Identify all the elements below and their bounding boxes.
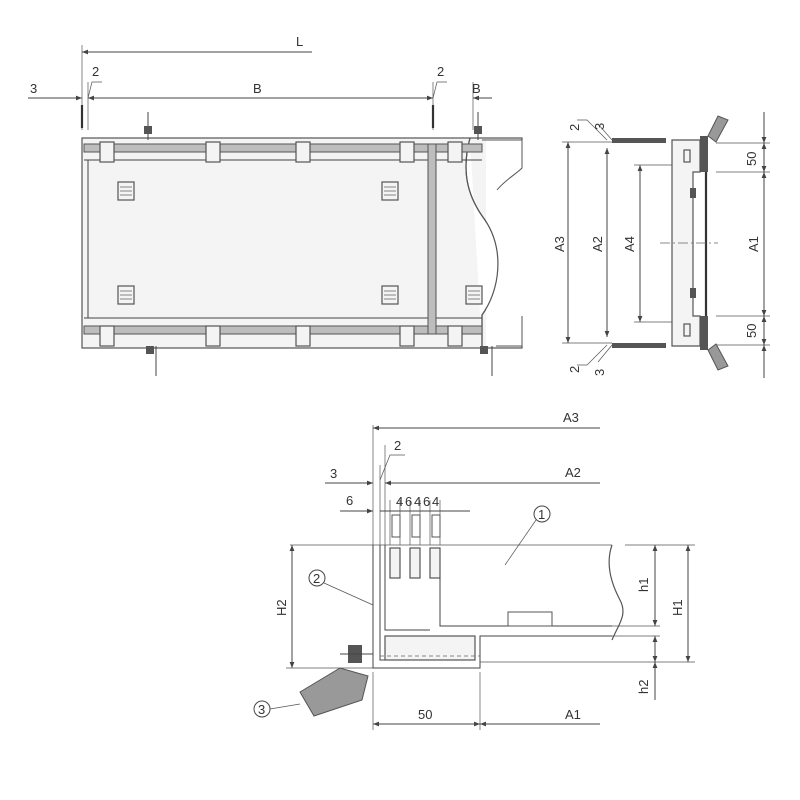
side-dim-3-bottom-label: 3 (592, 369, 607, 376)
detail-dim-h2-label: h2 (636, 680, 651, 694)
rail-clamps (99, 141, 463, 347)
bolts (144, 112, 493, 376)
side-dim-A2-label: A2 (590, 236, 605, 252)
side-dim-3-top-label: 3 (592, 123, 607, 130)
detail-dim-3-label: 3 (330, 466, 337, 481)
detail-dim-46464-c: 4 (414, 494, 421, 509)
side-dim-50-bottom-label: 50 (744, 324, 759, 338)
dim-2-left-label: 2 (92, 64, 99, 79)
detail-view: A3 2 3 A2 6 4 6 4 6 4 (253, 410, 695, 730)
side-dim-50-top-label: 50 (744, 152, 759, 166)
dim-B-right-label: B (472, 81, 481, 96)
callout-3-label: 3 (258, 702, 265, 717)
dim-3-label: 3 (30, 81, 37, 96)
detail-dim-2-label: 2 (394, 438, 401, 453)
side-dim-A3-label: A3 (552, 236, 567, 252)
side-view: 2 3 2 3 A3 A2 A4 (552, 112, 770, 378)
detail-dim-A3-label: A3 (563, 410, 579, 425)
detail-dim-46464-d: 6 (423, 494, 430, 509)
callout-2: 2 (308, 569, 374, 606)
detail-dim-46464-b: 6 (405, 494, 412, 509)
dim-B: B B (88, 81, 492, 101)
callout-3: 3 (253, 700, 301, 718)
detail-dim-h1-label: h1 (636, 578, 651, 592)
dim-L: L (82, 34, 312, 55)
callout-2-label: 2 (313, 571, 320, 586)
top-view: L B B 3 2 2 (28, 34, 526, 376)
dim-B-label: B (253, 81, 262, 96)
callout-1-label: 1 (538, 507, 545, 522)
vent-blocks (117, 181, 483, 305)
dim-L-label: L (296, 34, 303, 49)
side-dim-A1-label: A1 (746, 236, 761, 252)
side-dim-2-bottom-label: 2 (567, 366, 582, 373)
detail-dim-A1-label: A1 (565, 707, 581, 722)
detail-dim-6-label: 6 (346, 493, 353, 508)
detail-dim-A2-label: A2 (565, 465, 581, 480)
side-dim-A4-label: A4 (622, 236, 637, 252)
detail-dim-46464-a: 4 (396, 494, 403, 509)
callout-1: 1 (504, 505, 551, 566)
detail-dim-50-label: 50 (418, 707, 432, 722)
dim-2-right-label: 2 (437, 64, 444, 79)
side-dim-2-top-label: 2 (567, 124, 582, 131)
detail-dim-46464-e: 4 (432, 494, 439, 509)
detail-dim-H1-label: H1 (670, 599, 685, 616)
detail-dim-H2-label: H2 (274, 599, 289, 616)
